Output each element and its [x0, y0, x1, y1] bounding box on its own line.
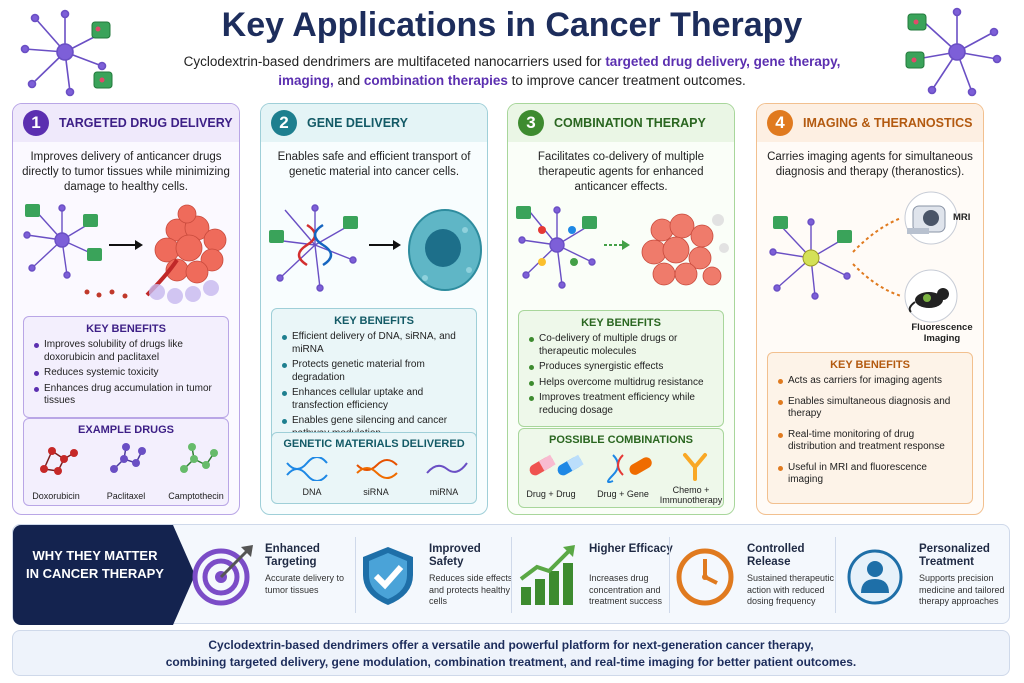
column-number-badge: 1: [23, 110, 49, 136]
feature-enhanced-targeting: Enhanced Targeting Accurate delivery to …: [191, 535, 351, 615]
feature-desc: Supports precision medicine and tailored…: [919, 573, 1005, 606]
column-description: Carries imaging agents for simultaneous …: [767, 151, 973, 178]
column-gene-delivery: 2 GENE DELIVERY Enables safe and efficie…: [260, 103, 488, 515]
combination-label: Chemo + Immunotherapy: [659, 485, 723, 505]
benefit-item: Protects genetic material from degradati…: [280, 359, 468, 384]
feature-title: Personalized Treatment: [919, 543, 990, 568]
example-drug-label: Camptothecin: [168, 491, 224, 501]
feature-title: Enhanced Targeting: [265, 543, 320, 568]
benefit-item: Reduces systemic toxicity: [32, 367, 220, 380]
material-label: DNA: [302, 487, 322, 497]
benefit-item: Improves treatment efficiency while redu…: [527, 392, 715, 417]
benefit-item: Acts as carriers for imaging agents: [776, 375, 964, 388]
benefit-item: Enhances drug accumulation in tumor tiss…: [32, 383, 220, 408]
feature-desc: Reduces side effects and protects health…: [429, 573, 513, 606]
growth-chart-icon: [519, 545, 575, 605]
column-description: Facilitates co-delivery of multiple ther…: [537, 151, 705, 193]
drug-delivery-illustration: [23, 204, 227, 304]
benefit-item: Co-delivery of multiple drugs or therape…: [527, 333, 715, 358]
footer-summary: Cyclodextrin-based dendrimers offer a ve…: [12, 630, 1010, 676]
column-title: IMAGING & THERANOSTICS: [803, 116, 973, 130]
column-title: TARGETED DRUG DELIVERY: [59, 116, 233, 130]
material-label: miRNA: [429, 487, 459, 497]
benefit-item: Real-time monitoring of drug distributio…: [776, 429, 964, 454]
gene-delivery-illustration: [269, 204, 482, 292]
fluorescence-imaging-label: Fluorescence Imaging: [911, 322, 973, 344]
feature-higher-efficacy: Higher Efficacy Increases drug concentra…: [515, 535, 675, 615]
nucleic-acid-icons: [286, 457, 468, 481]
column-description: Enables safe and efficient transport of …: [277, 151, 471, 178]
feature-improved-safety: Improved Safety Reduces side effects and…: [355, 535, 515, 615]
key-benefits-box: KEY BENEFITS Acts as carriers for imagin…: [767, 352, 973, 504]
column-combination-therapy: 3 COMBINATION THERAPY Facilitates co-del…: [507, 103, 735, 515]
combination-icons: [529, 453, 707, 483]
feature-desc: Increases drug concentration and treatme…: [589, 573, 663, 606]
column-number-badge: 2: [271, 110, 297, 136]
feature-personalized-treatment: Personalized Treatment Supports precisio…: [845, 535, 1005, 615]
column-title: COMBINATION THERAPY: [554, 116, 706, 130]
page-title: Key Applications in Cancer Therapy: [221, 6, 803, 44]
shield-check-icon: [363, 547, 413, 605]
benefit-item: Enables simultaneous diagnosis and thera…: [776, 396, 964, 421]
column-targeted-drug-delivery: 1 TARGETED DRUG DELIVERY Improves delive…: [12, 103, 240, 515]
benefit-item: Produces synergistic effects: [527, 361, 715, 374]
key-benefits-box: KEY BENEFITS Improves solubility of drug…: [23, 316, 229, 418]
why-they-matter-section: WHY THEY MATTER IN CANCER THERAPY Enhanc…: [12, 524, 1010, 625]
footer-line-1: Cyclodextrin-based dendrimers offer a ve…: [208, 638, 814, 652]
imaging-illustration: [769, 191, 958, 323]
feature-title: Improved Safety: [429, 543, 481, 568]
column-imaging-theranostics: 4 IMAGING & THERANOSTICS Carries imaging…: [756, 103, 984, 515]
example-drug-label: Doxorubicin: [32, 491, 80, 501]
possible-combinations-box: POSSIBLE COMBINATIONS Drug + Drug Drug +…: [518, 428, 724, 508]
column-title: GENE DELIVERY: [307, 116, 408, 130]
example-drugs-box: EXAMPLE DRUGS Doxorubicin Paclitaxel Cam…: [23, 418, 229, 506]
dendrimer-illustration-left: [20, 9, 113, 97]
combination-label: Drug + Gene: [597, 489, 649, 499]
benefit-item: Helps overcome multidrug resistance: [527, 377, 715, 390]
person-icon: [847, 549, 903, 605]
material-label: siRNA: [363, 487, 389, 497]
genetic-materials-box: GENETIC MATERIALS DELIVERED DNA siRNA mi…: [271, 432, 477, 504]
clock-icon: [676, 548, 734, 606]
column-number-badge: 3: [518, 110, 544, 136]
benefit-item: Efficient delivery of DNA, siRNA, and mi…: [280, 331, 468, 356]
key-benefits-box: KEY BENEFITS Co-delivery of multiple dru…: [518, 310, 724, 427]
feature-title: Higher Efficacy: [589, 543, 673, 555]
dendrimer-illustration-right: [905, 7, 1002, 97]
page-subtitle: Cyclodextrin-based dendrimers are multif…: [183, 54, 841, 88]
benefit-item: Improves solubility of drugs like doxoru…: [32, 339, 220, 364]
why-heading: WHY THEY MATTER IN CANCER THERAPY: [26, 548, 164, 581]
feature-desc: Accurate delivery to tumor tissues: [265, 573, 345, 595]
feature-controlled-release: Controlled Release Sustained therapeutic…: [673, 535, 835, 615]
benefit-item: Enhances cellular uptake and transfectio…: [280, 387, 468, 412]
footer-line-2: combining targeted delivery, gene modula…: [165, 655, 857, 669]
key-benefits-box: KEY BENEFITS Efficient delivery of DNA, …: [271, 308, 477, 450]
column-description: Improves delivery of anticancer drugs di…: [22, 151, 230, 193]
benefit-item: Useful in MRI and fluorescence imaging: [776, 462, 964, 487]
mri-label: MRI: [953, 212, 971, 223]
feature-title: Controlled Release: [747, 543, 805, 568]
molecule-icons: [40, 443, 218, 475]
feature-desc: Sustained therapeutic action with reduce…: [747, 573, 835, 606]
column-number-badge: 4: [767, 110, 793, 136]
combination-therapy-illustration: [516, 206, 729, 289]
example-drug-label: Paclitaxel: [106, 491, 146, 501]
target-icon: [192, 545, 253, 606]
combination-label: Drug + Drug: [526, 489, 576, 499]
